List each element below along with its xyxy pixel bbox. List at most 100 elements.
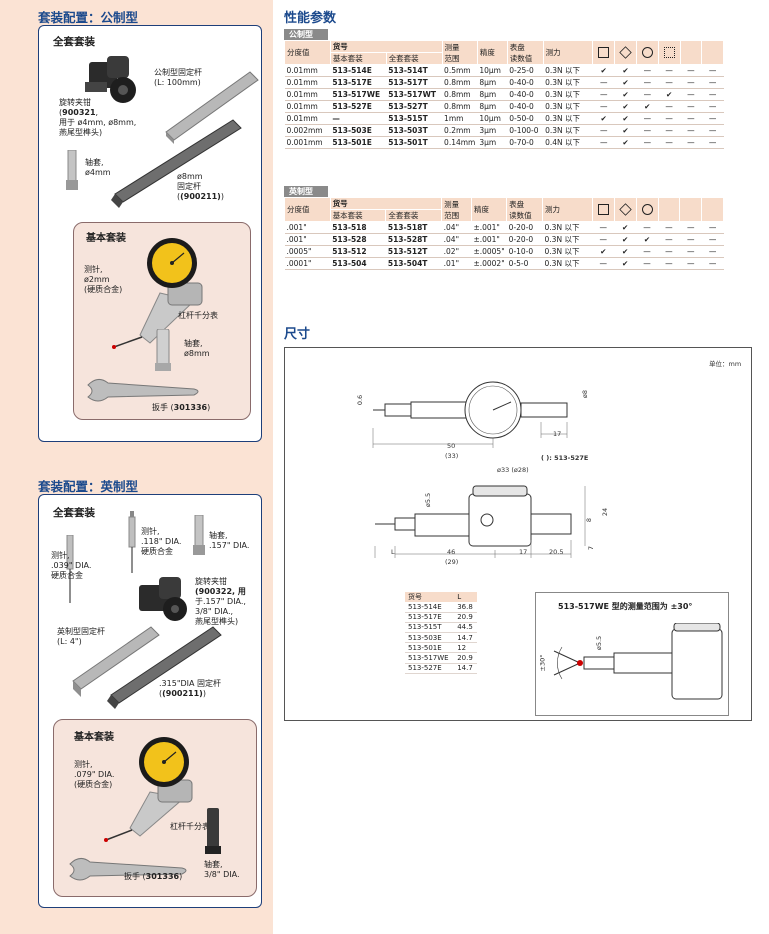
cell-mark: — [679,257,702,270]
cell-range: 0.2mm [442,124,478,137]
inch-type-tag: 英制型 [284,186,328,197]
cell-range: 0.5mm [442,64,478,77]
cell-basic: 513-504 [330,257,386,270]
cell-code: 513-503E [405,632,455,644]
cell-acc: ±.0002" [471,257,507,270]
inch-indicator-label: 杠杆千分表 [170,822,210,831]
col-basic-set: 基本套装 [329,52,387,65]
inch-basic-set-box: 基本套装 测针, .079" DIA. (硬质合金) 杠杆千分表 [53,719,257,897]
dim-17b: 17 [519,548,528,556]
cell-mark: ✔ [614,112,637,125]
carbide-tip-icon [613,197,637,222]
cell-acc: ±.0005" [471,245,507,258]
lever-clamp-icon [591,197,615,222]
cell-basic: 513-503E [330,124,387,137]
inch-kit-heading: 套装配置：英制型 [38,479,139,494]
sleeve-3-8-label: 轴套, 3/8" DIA. [204,860,240,879]
cell-mark: ✔ [592,64,615,77]
cell-mark: — [701,76,724,89]
cell-force: 0.3N 以下 [542,245,593,258]
cell-mark: — [636,124,659,137]
cell-dial: 0-5-0 [506,257,543,270]
dimensions-heading: 尺寸 [284,327,311,342]
cell-force: 0.3N 以下 [543,124,593,137]
col-full-set: 全套套装 [385,52,443,65]
cell-mark: ✔ [614,100,637,113]
cell-length: 36.8 [454,602,477,613]
cell-basic: 513-501E [330,136,387,149]
kit-configuration-column: 套装配置：公制型 全套套装 旋转夹钳 (900321, 用于 ø4mm, ø8m… [0,0,273,934]
metric-full-set-title: 全套套装 [53,36,95,48]
cell-basic: 513-517E [330,76,387,89]
dim-17: 17 [553,430,562,438]
cell-dial: 0-40-0 [507,100,544,113]
cell-mark: — [680,124,702,137]
rod-8mm-image [111,119,242,208]
sleeve-8mm-label: 轴套, ø8mm [184,339,210,358]
inch-wrench-image [69,858,187,881]
cell-mark: — [592,233,615,246]
cell-mark: — [658,112,681,125]
cell-code: 513-501E [405,642,455,654]
dim-8: ø8 [581,389,590,399]
cell-dial: 0-40-0 [507,88,544,101]
dial-bezel-icon [635,197,659,222]
inch-holding-bar-image [72,626,160,697]
metric-basic-set-title: 基本套装 [86,233,126,244]
cell-mark: — [592,100,615,113]
cell-dial: 0-50-0 [507,112,544,125]
cell-full: 513-504T [385,257,442,270]
cell-range: .01" [441,257,472,270]
dim-50: 50 [447,442,456,450]
metric-rod-label: 公制型固定杆 (L: 100mm) [154,68,202,87]
inch-clamp-label: 旋转夹钳 (900322, 用 于.157" DIA., 3/8" DIA., … [195,577,246,626]
cell-force: 0.3N 以下 [543,100,593,113]
cell-basic: 513-512 [330,245,386,258]
inch-swivel-clamp-image [139,577,187,621]
sleeve-8mm-image [155,329,171,371]
cell-grad: .001" [284,221,331,234]
cell-full: 513-501T [386,136,443,149]
cell-mark: — [658,64,681,77]
cell-force: 0.3N 以下 [543,112,593,125]
stylus-039-image [66,535,74,603]
cell-mark: — [658,76,681,89]
cell-mark: ✔ [614,136,637,149]
inch-spec-table: 分度值 货号 测量范围 精度 表盘读数值 测力 基本套装 全套套装 .001"5… [284,197,724,270]
cell-full: 513-514T [386,64,443,77]
cell-code: 513-515T [405,622,455,634]
cell-range: 0.8mm [442,88,478,101]
inch-basic-set-title: 基本套装 [74,732,114,743]
cell-force: 0.3N 以下 [542,257,593,270]
cell-mark: — [636,88,659,101]
cell-full: 513-512T [385,245,442,258]
cell-grad: 0.01mm [284,64,331,77]
range-drawing [553,623,723,700]
cell-mark: — [592,76,615,89]
dial-bezel-icon [635,40,659,65]
cell-mark: ✔ [614,88,637,101]
col-force: 测力 [542,40,594,65]
cell-mark: — [636,136,659,149]
dim-20-5: 20.5 [549,548,564,556]
dim-stem-diameter: ø5.5 [424,492,433,508]
cell-grad: .001" [284,233,331,246]
cell-mark: ✔ [614,257,637,270]
cell-full: 513-528T [385,233,442,246]
sleeve-157-label: 轴套, .157" DIA. [209,531,250,550]
inch-rod-label: 英制型固定杆 (L: 4") [57,627,105,646]
cell-basic: 513-517WE [330,88,387,101]
cell-dial: 0-20-0 [506,221,543,234]
cell-length: 20.9 [454,652,477,664]
